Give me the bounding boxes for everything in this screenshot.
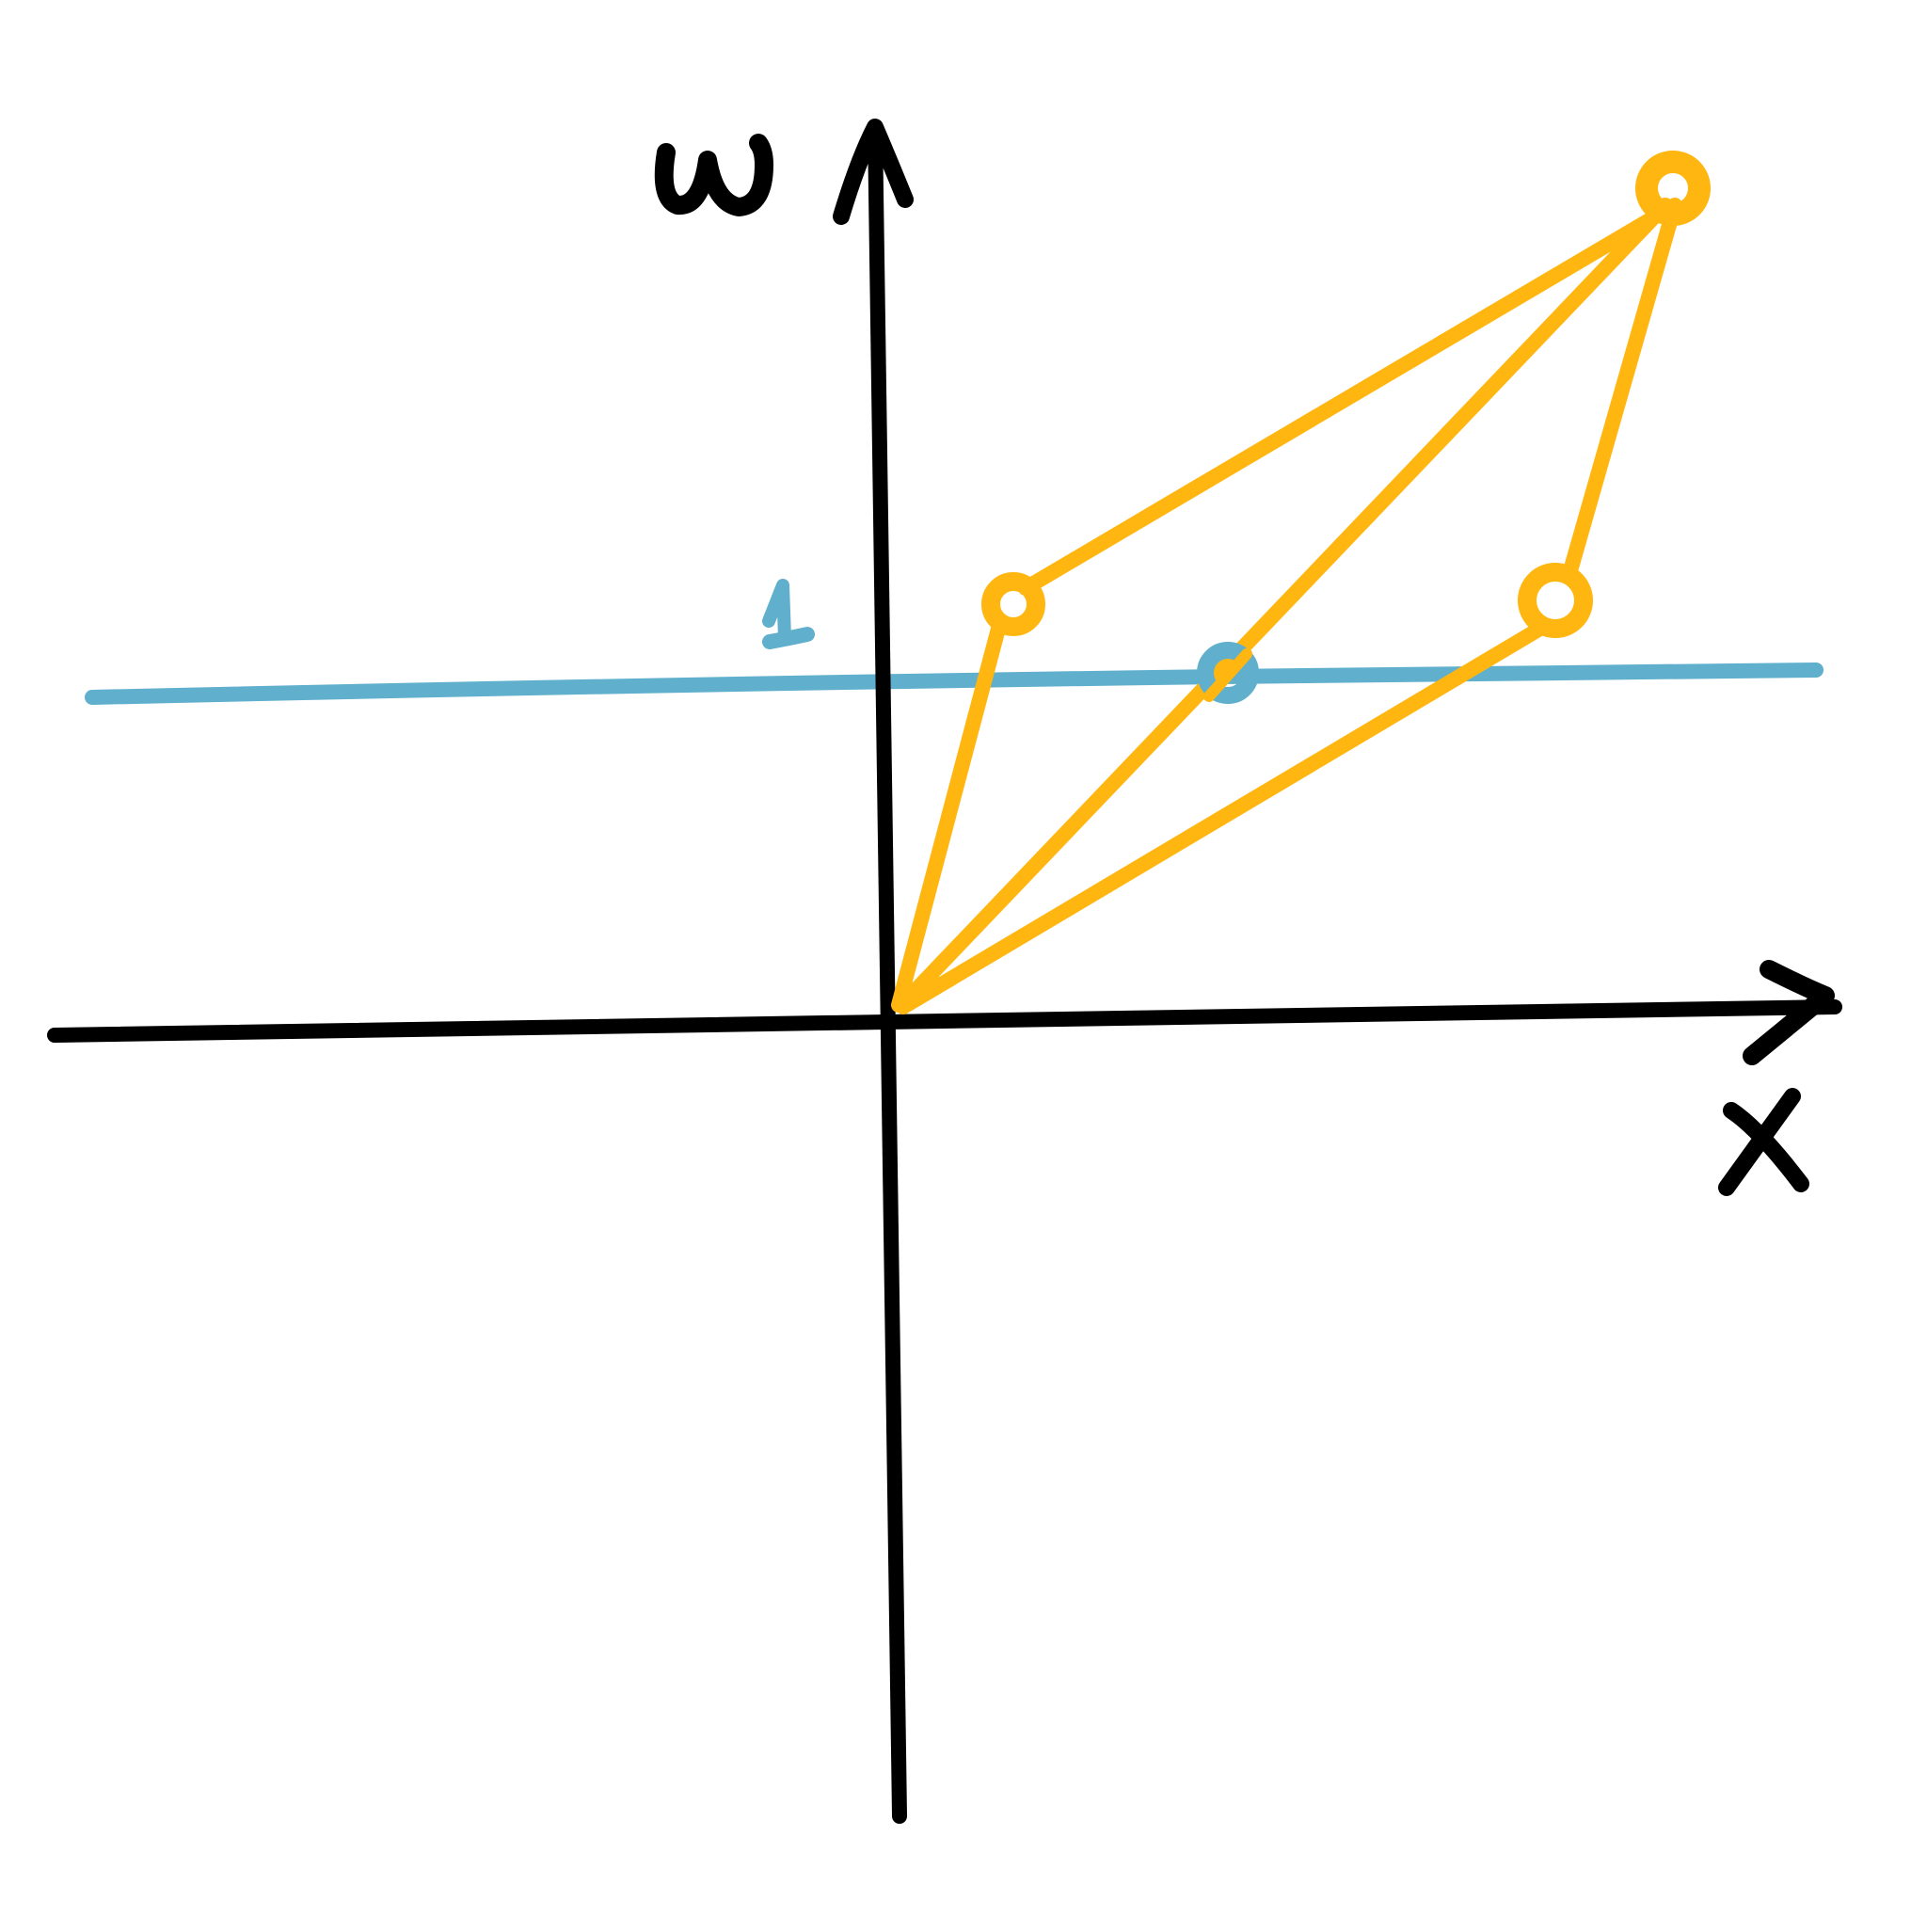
y-axis (868, 120, 907, 1824)
y-axis-arrowhead (833, 119, 914, 225)
intersection-marker (1197, 642, 1259, 704)
edge-origin-v2 (896, 619, 1551, 1014)
edge-v1-sum (1018, 204, 1671, 596)
edge-origin-v1 (891, 621, 1006, 1013)
x-axis (47, 999, 1842, 1043)
edge-v2-sum (1562, 198, 1682, 582)
diagonal-origin-sum (894, 198, 1673, 1013)
vertex-v2-marker (1518, 563, 1593, 638)
x-axis-arrowhead (1743, 960, 1835, 1065)
label-one (762, 579, 815, 649)
parallelogram (891, 198, 1682, 1014)
label-x-glyph (1718, 1088, 1809, 1196)
diagonal-through-intersection (1203, 648, 1252, 702)
vertex-sum-marker (1635, 151, 1711, 226)
vertex-v1-marker (981, 572, 1045, 636)
reference-line-w1 (85, 663, 1823, 705)
label-w-glyph (654, 134, 773, 216)
